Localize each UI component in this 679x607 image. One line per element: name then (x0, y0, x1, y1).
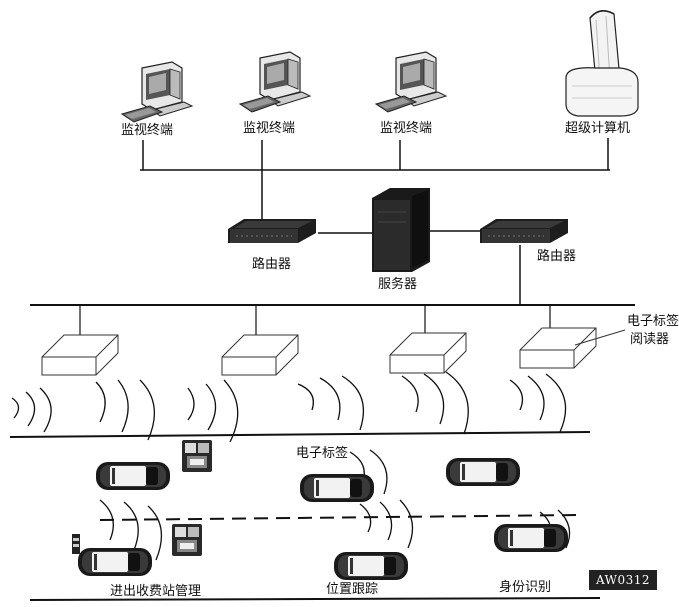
rfid-reader-icon (390, 333, 466, 373)
router-label: 路由器 (537, 249, 576, 264)
vehicle-icon (334, 552, 408, 580)
monitor-terminal-label: 监视终端 (380, 121, 432, 136)
monitor-terminal-label: 监视终端 (121, 123, 173, 138)
monitor-terminal-label: 监视终端 (243, 121, 295, 136)
tag-label: 电子标签 (296, 446, 348, 461)
vehicle-icon (78, 548, 152, 576)
router-icon (228, 219, 316, 243)
position-tracking-label: 位置跟踪 (326, 582, 378, 597)
rfid-tag-badge-icon (182, 440, 212, 472)
server-label: 服务器 (378, 277, 417, 292)
monitor-terminal-icon (376, 52, 446, 112)
road-edge-line (10, 432, 590, 437)
vehicle-icon (96, 462, 170, 490)
vehicle-icon (494, 524, 568, 552)
reader-label: 电子标签 (627, 314, 679, 329)
reader-label: 阅读器 (630, 332, 669, 347)
rfid-reader-icon (222, 335, 298, 375)
rfid-reader-icon (42, 335, 118, 375)
figure-code-stamp: AW0312 (589, 570, 657, 590)
router-icon (480, 219, 568, 243)
monitor-terminal-icon (122, 62, 192, 122)
server-icon (372, 188, 430, 272)
router-label: 路由器 (252, 257, 291, 272)
toll-management-label: 进出收费站管理 (110, 584, 201, 599)
toll-gate-icon (72, 534, 80, 554)
identity-label: 身份识别 (499, 580, 551, 595)
rfid-reader-icon (520, 328, 596, 368)
vehicle-icon (446, 458, 520, 486)
rfid-tag-badge-icon (172, 524, 202, 556)
supercomputer-label: 超级计算机 (565, 121, 630, 136)
monitor-terminal-icon (240, 52, 310, 112)
lane-divider-line (100, 515, 580, 520)
supercomputer-icon (566, 11, 638, 116)
vehicle-icon (300, 474, 374, 502)
